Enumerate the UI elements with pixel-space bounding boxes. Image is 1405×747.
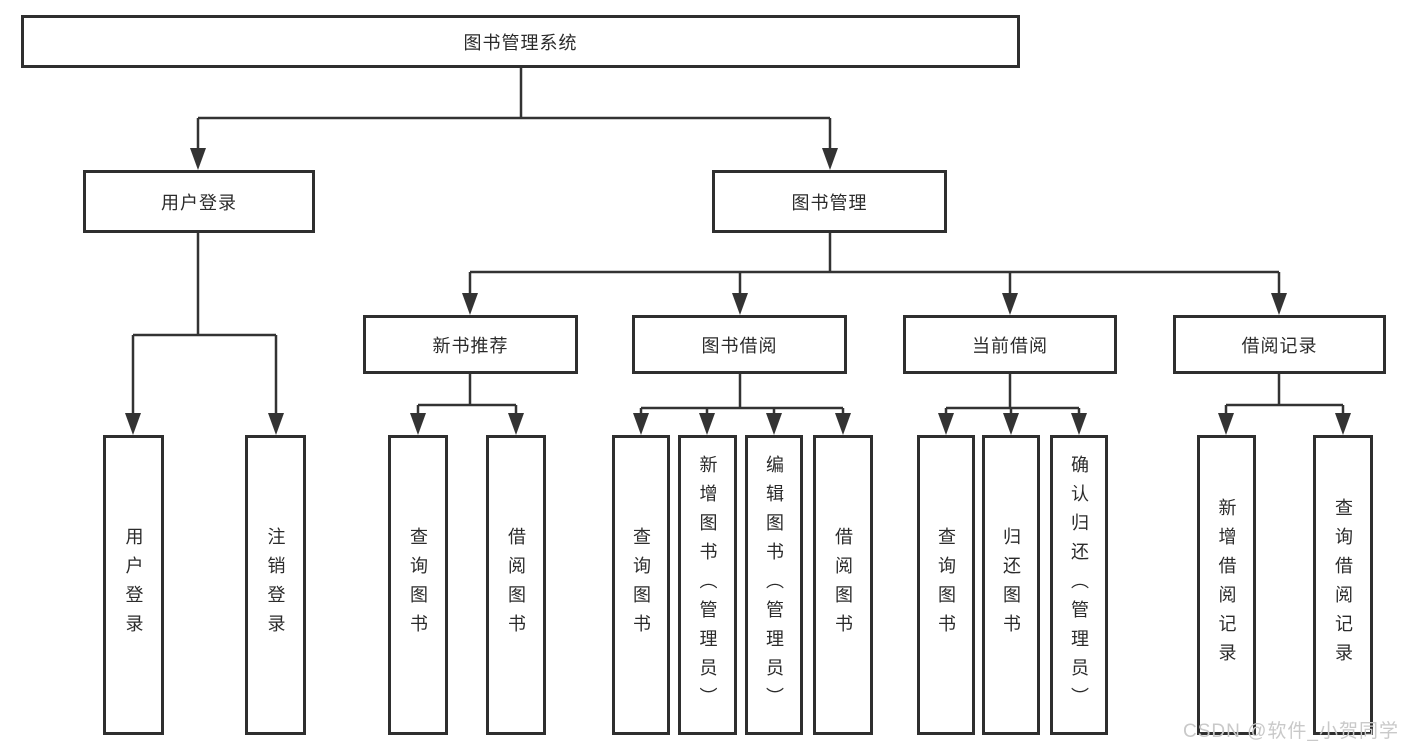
arrowhead-icon bbox=[125, 413, 141, 435]
leaf-user-login: 用户登录 bbox=[103, 435, 164, 735]
leaf-current-query-books: 查询图书 bbox=[917, 435, 975, 735]
node-current-borrow-label: 当前借阅 bbox=[972, 335, 1048, 356]
leaf-borrow-borrow-books-label: 借阅图书 bbox=[833, 527, 853, 643]
arrowhead-icon bbox=[766, 413, 782, 435]
leaf-user-login-label: 用户登录 bbox=[123, 527, 144, 643]
node-book-management-label: 图书管理 bbox=[791, 192, 868, 213]
leaf-logout-login-label: 注销登录 bbox=[265, 527, 286, 643]
arrowhead-icon bbox=[835, 413, 851, 435]
node-borrow-record-label: 借阅记录 bbox=[1241, 335, 1318, 356]
leaf-current-confirm-return-admin: 确认归还（管理员） bbox=[1050, 435, 1108, 735]
leaf-borrow-query-books: 查询图书 bbox=[612, 435, 670, 735]
node-user-login-label: 用户登录 bbox=[161, 192, 237, 213]
leaf-borrow-borrow-books: 借阅图书 bbox=[813, 435, 873, 735]
arrowhead-icon bbox=[1071, 413, 1087, 435]
arrowhead-icon bbox=[462, 293, 478, 315]
leaf-recommend-query-books-label: 查询图书 bbox=[408, 527, 428, 643]
leaf-borrow-edit-books-admin-label: 编辑图书（管理员） bbox=[764, 454, 784, 716]
leaf-borrow-edit-books-admin: 编辑图书（管理员） bbox=[745, 435, 803, 735]
arrowhead-icon bbox=[508, 413, 524, 435]
arrowhead-icon bbox=[732, 293, 748, 315]
node-book-borrow-label: 图书借阅 bbox=[701, 335, 778, 356]
arrowhead-icon bbox=[1271, 293, 1287, 315]
node-new-book-recommend-label: 新书推荐 bbox=[432, 335, 509, 356]
arrowhead-icon bbox=[633, 413, 649, 435]
leaf-current-return-books: 归还图书 bbox=[982, 435, 1040, 735]
leaf-current-confirm-return-admin-label: 确认归还（管理员） bbox=[1069, 454, 1089, 716]
leaf-borrow-add-books-admin-label: 新增图书（管理员） bbox=[697, 454, 718, 716]
arrowhead-icon bbox=[699, 413, 715, 435]
leaf-recommend-borrow-books-label: 借阅图书 bbox=[506, 527, 526, 643]
leaf-record-add-borrow-record-label: 新增借阅记录 bbox=[1216, 498, 1237, 672]
node-root-label: 图书管理系统 bbox=[463, 32, 578, 53]
leaf-logout-login: 注销登录 bbox=[245, 435, 306, 735]
arrowhead-icon bbox=[822, 148, 838, 170]
arrowhead-icon bbox=[268, 413, 284, 435]
leaf-record-query-borrow-record: 查询借阅记录 bbox=[1313, 435, 1373, 735]
arrowhead-icon bbox=[938, 413, 954, 435]
csdn-watermark: CSDN @软件_小贺同学 bbox=[1183, 721, 1399, 742]
arrowhead-icon bbox=[190, 148, 206, 170]
leaf-recommend-borrow-books: 借阅图书 bbox=[486, 435, 546, 735]
leaf-recommend-query-books: 查询图书 bbox=[388, 435, 448, 735]
leaf-borrow-add-books-admin: 新增图书（管理员） bbox=[678, 435, 737, 735]
leaf-record-add-borrow-record: 新增借阅记录 bbox=[1197, 435, 1256, 735]
node-borrow-record: 借阅记录 bbox=[1173, 315, 1386, 374]
leaf-record-query-borrow-record-label: 查询借阅记录 bbox=[1333, 498, 1353, 672]
arrowhead-icon bbox=[1003, 413, 1019, 435]
leaf-borrow-query-books-label: 查询图书 bbox=[631, 527, 651, 643]
node-book-management: 图书管理 bbox=[712, 170, 947, 233]
arrowhead-icon bbox=[1218, 413, 1234, 435]
node-new-book-recommend: 新书推荐 bbox=[363, 315, 578, 374]
node-user-login: 用户登录 bbox=[83, 170, 315, 233]
node-root: 图书管理系统 bbox=[21, 15, 1020, 68]
arrowhead-icon bbox=[410, 413, 426, 435]
leaf-current-query-books-label: 查询图书 bbox=[936, 527, 956, 643]
arrowhead-icon bbox=[1335, 413, 1351, 435]
arrowhead-icon bbox=[1002, 293, 1018, 315]
leaf-current-return-books-label: 归还图书 bbox=[1001, 527, 1021, 643]
node-book-borrow: 图书借阅 bbox=[632, 315, 847, 374]
node-current-borrow: 当前借阅 bbox=[903, 315, 1117, 374]
